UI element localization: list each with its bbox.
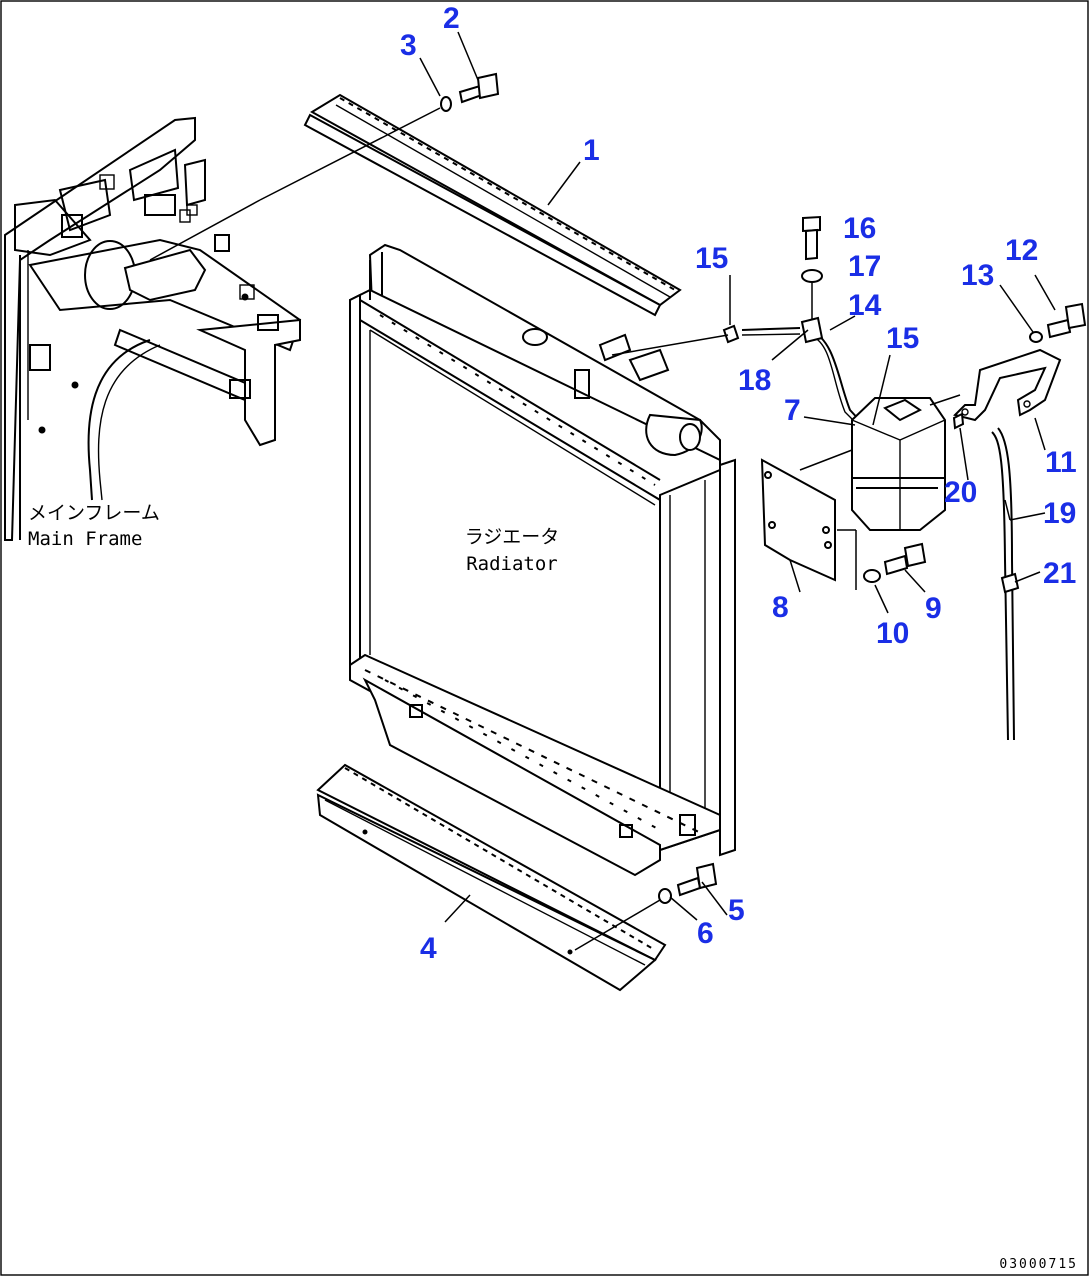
part-8-bracket [760, 458, 836, 582]
part-10-washer [863, 569, 881, 583]
callout-2: 2 [443, 2, 460, 35]
callout-14: 14 [848, 289, 882, 322]
part-6-washer [658, 888, 672, 904]
callout-15-upper: 15 [695, 242, 728, 275]
part-2-bolt [458, 72, 500, 104]
radiator-label-en: Radiator [466, 553, 558, 575]
part-21-hose-clamp [1000, 572, 1020, 594]
callout-1: 1 [583, 134, 600, 167]
part-5-bolt [676, 862, 718, 897]
drawing-code: 03000715 [999, 1257, 1078, 1272]
part-12-bolt [1046, 302, 1087, 339]
callout-3: 3 [400, 29, 417, 62]
part-18-clip [800, 316, 824, 344]
callout-11: 11 [1045, 446, 1077, 479]
callout-20: 20 [944, 476, 977, 509]
callout-13: 13 [961, 259, 994, 292]
callout-16: 16 [843, 212, 876, 245]
part-13-washer [1029, 331, 1043, 343]
part-20-clip [952, 412, 965, 430]
part-9-bolt [883, 542, 927, 576]
callout-10: 10 [876, 617, 909, 650]
part-11-strap [953, 348, 1062, 422]
main-frame-label-en: Main Frame [28, 528, 142, 550]
part-7-reserve-tank [851, 397, 946, 531]
radiator-label-jp: ラジエータ [465, 526, 560, 548]
main-frame [4, 116, 302, 541]
callout-7: 7 [784, 394, 801, 427]
callout-15-lower: 15 [886, 322, 919, 355]
part-4-lower-cover [316, 763, 667, 992]
main-frame-label-jp: メインフレーム [28, 502, 160, 524]
callout-9: 9 [925, 592, 942, 625]
part-3-washer [440, 96, 452, 112]
callout-5: 5 [728, 894, 745, 927]
callout-18: 18 [738, 364, 771, 397]
callout-leaders [419, 31, 1056, 923]
callout-19: 19 [1043, 497, 1076, 530]
part-1-upper-cover [303, 93, 682, 317]
part-19-overflow-hose [991, 427, 1015, 741]
callout-8: 8 [772, 591, 789, 624]
callout-17: 17 [848, 250, 881, 283]
callout-4: 4 [420, 932, 437, 965]
part-17-washer [801, 269, 823, 283]
callout-12: 12 [1005, 234, 1038, 267]
part-16-bolt [802, 215, 821, 261]
part-15-clamp-upper [722, 324, 740, 344]
radiator-body [349, 243, 736, 877]
callout-6: 6 [697, 917, 714, 950]
callout-21: 21 [1043, 557, 1076, 590]
